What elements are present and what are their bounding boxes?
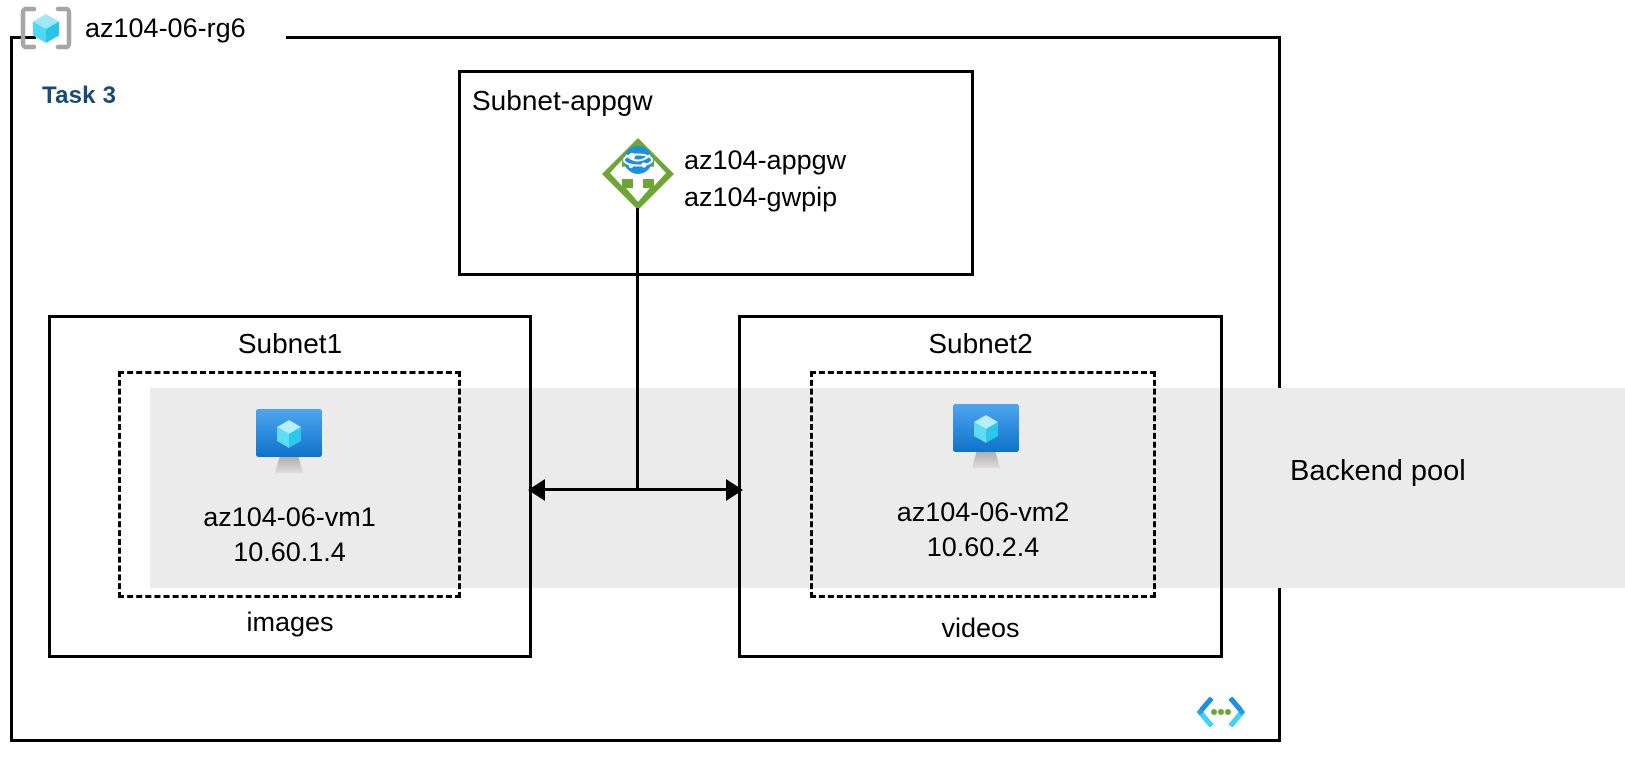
appgw-resource-name: az104-appgw — [684, 145, 847, 175]
connector-appgw-to-subnets — [636, 208, 639, 490]
arrowhead-left — [528, 479, 545, 501]
subnet2-vm-name: az104-06-vm2 — [896, 497, 1070, 527]
subnet1-vm-text: az104-06-vm1 10.60.1.4 — [118, 500, 461, 570]
application-gateway-icon — [600, 136, 676, 212]
resource-group-cube-icon — [20, 6, 72, 50]
backend-pool-band — [150, 388, 1625, 588]
subnet2-vm-ip: 10.60.2.4 — [926, 532, 1040, 562]
application-gateway-labels: az104-appgw az104-gwpip — [684, 142, 846, 216]
subnet1-vm-ip: 10.60.1.4 — [233, 537, 346, 567]
appgw-public-ip-name: az104-gwpip — [684, 182, 838, 212]
backend-pool-label: Backend pool — [1290, 455, 1466, 487]
subnet-appgw-box — [458, 70, 974, 276]
subnet1-caption: images — [246, 607, 334, 637]
virtual-machine-icon — [250, 405, 328, 479]
subnet1-box — [48, 315, 532, 658]
virtual-machine-icon — [947, 400, 1025, 474]
subnet1-title: Subnet1 — [237, 328, 343, 359]
subnet1-vm-container — [118, 371, 461, 598]
subnet2-box — [738, 315, 1223, 658]
subnet2-caption: videos — [941, 613, 1020, 643]
subnet2-title: Subnet2 — [928, 328, 1033, 359]
subnet1-vm-name: az104-06-vm1 — [203, 502, 376, 532]
connector-subnet1-subnet2 — [536, 488, 734, 491]
resource-group-border-left — [10, 36, 13, 742]
subnet-appgw-title: Subnet-appgw — [472, 85, 653, 116]
task-label: Task 3 — [42, 82, 117, 109]
resource-group-name: az104-06-rg6 — [85, 13, 246, 43]
resource-group-border-top-right — [286, 36, 1281, 39]
resource-group-border-bottom — [10, 739, 1281, 742]
subnet2-vm-text: az104-06-vm2 10.60.2.4 — [810, 495, 1156, 565]
subnet2-vm-container — [810, 371, 1156, 598]
code-brackets-icon — [1196, 696, 1246, 728]
